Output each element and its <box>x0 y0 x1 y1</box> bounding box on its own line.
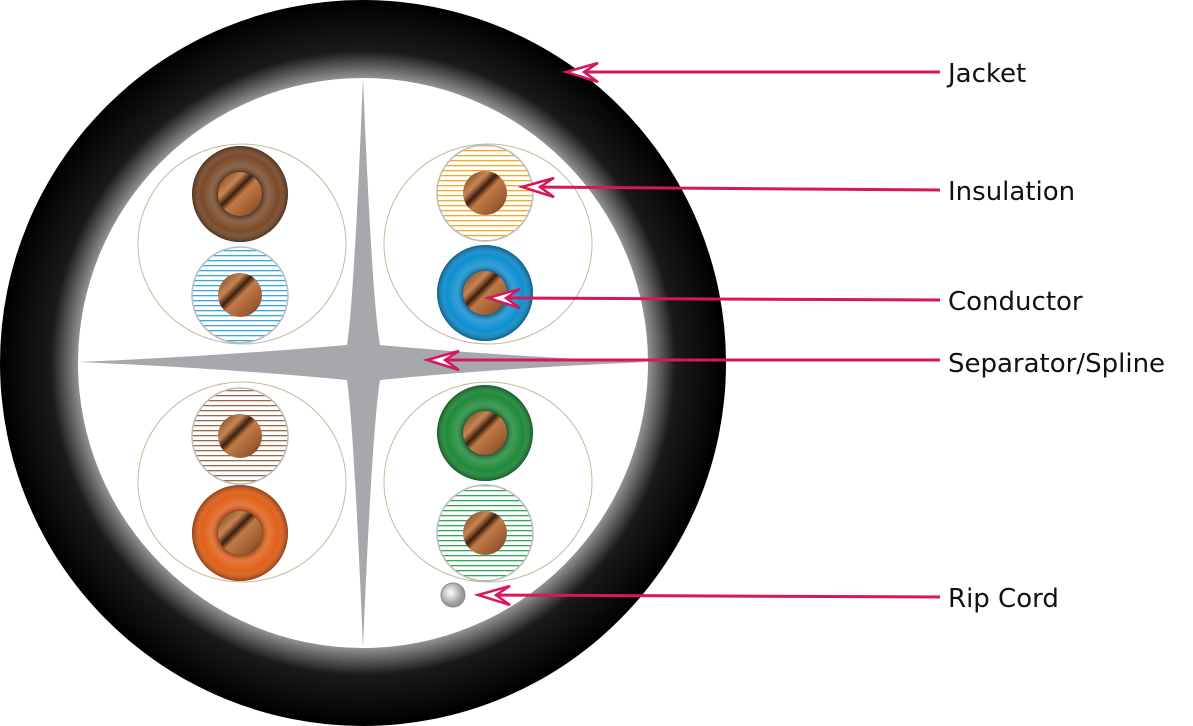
conductor <box>218 172 262 216</box>
wire-brown <box>192 146 288 242</box>
wire-white-orange <box>436 144 534 242</box>
conductor <box>218 273 262 317</box>
label-separator: Separator/Spline <box>948 349 1165 379</box>
separator-spline <box>78 78 648 648</box>
wire-orange <box>192 485 288 581</box>
wire-blue <box>437 245 533 341</box>
wire-white-blue <box>191 246 289 344</box>
wire-white-green <box>436 484 534 582</box>
callout-arrow <box>422 349 940 372</box>
pair-outline <box>383 381 593 583</box>
callout-arrow <box>473 584 941 607</box>
wire-white-brown <box>191 387 289 485</box>
conductor <box>463 511 507 555</box>
label-conductor: Conductor <box>948 287 1083 317</box>
callout-arrows <box>422 61 941 607</box>
callout-arrow <box>517 176 941 199</box>
pair-outline <box>137 143 347 345</box>
conductor <box>463 411 507 455</box>
conductor <box>463 271 507 315</box>
label-jacket: Jacket <box>946 59 1026 89</box>
conductor <box>463 171 507 215</box>
wires <box>191 144 534 582</box>
callout-arrow <box>483 287 941 310</box>
label-insulation: Insulation <box>948 177 1075 207</box>
rip-cord <box>440 582 466 608</box>
conductor <box>218 511 262 555</box>
pair-outline <box>383 143 593 345</box>
callout-arrow <box>561 61 940 84</box>
label-rip-cord: Rip Cord <box>948 584 1059 614</box>
twisted-pairs <box>137 143 593 583</box>
wire-green <box>437 385 533 481</box>
conductor <box>218 414 262 458</box>
pair-outline <box>137 381 347 583</box>
